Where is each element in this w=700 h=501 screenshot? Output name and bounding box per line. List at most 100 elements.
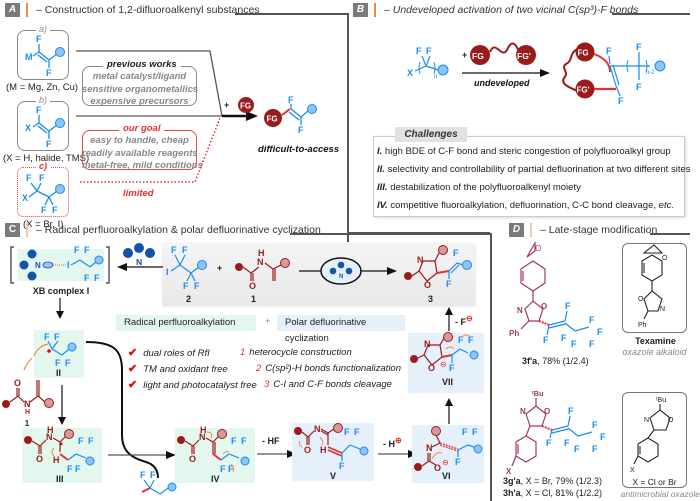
xb-complex-structure: N I F F F F xyxy=(10,245,110,284)
svg-text:F: F xyxy=(298,125,304,135)
svg-text:+: + xyxy=(462,50,467,60)
svg-text:H: H xyxy=(53,455,60,465)
svg-text:F: F xyxy=(84,245,90,255)
section-d-title: – Late-stage modification xyxy=(540,224,658,236)
texamine-structure: O O N Ph xyxy=(638,244,668,329)
svg-text:X: X xyxy=(25,123,31,133)
check-text: TM and oxidant free xyxy=(143,364,228,375)
svg-text:N: N xyxy=(339,274,343,280)
svg-text:F: F xyxy=(565,301,571,311)
svg-text:F: F xyxy=(288,95,294,105)
divider-line xyxy=(235,13,348,15)
product-3fa-label: 3f'a xyxy=(522,356,538,366)
svg-text:F: F xyxy=(65,358,71,368)
svg-text:+: + xyxy=(217,263,222,273)
svg-text:F: F xyxy=(75,464,81,474)
intermediate-vi-label: VI xyxy=(442,471,451,481)
svg-text:H: H xyxy=(47,425,54,435)
svg-text:F: F xyxy=(194,281,200,291)
svg-text:N: N xyxy=(136,257,142,267)
svg-text:ᵗBu: ᵗBu xyxy=(532,389,544,398)
svg-text:M: M xyxy=(25,52,33,62)
arrow-to-xb xyxy=(117,263,163,271)
svg-text:F: F xyxy=(36,34,42,44)
feature-text: C-I and C-F bonds cleavage xyxy=(273,379,392,390)
svg-text:F: F xyxy=(74,245,80,255)
product-3fa-caption: 3f'a, 78% (1/2.4) xyxy=(522,356,589,366)
challenge-text: competitive fluoroalkylation, defluorina… xyxy=(390,200,659,211)
step-h-text: - H xyxy=(383,439,395,449)
feature-num: 3 xyxy=(264,379,270,390)
product-a-caption: difficult-to-access xyxy=(258,144,340,155)
svg-text:F: F xyxy=(241,436,247,446)
section-b-title: – Undeveloped activation of two vicinal … xyxy=(384,4,639,16)
step-minus-f: - F⊖ xyxy=(455,314,473,327)
intermediate-vii-label: VII xyxy=(442,377,453,387)
svg-text:F: F xyxy=(592,420,598,430)
reactant-a-structure: F M F xyxy=(25,34,65,78)
arrow-up xyxy=(445,398,453,424)
our-goal-title: our goal xyxy=(119,123,165,134)
product-3ha-caption: 3h'a, X = Cl, 81% (1/2.2) xyxy=(503,488,602,498)
svg-text:I: I xyxy=(67,260,70,270)
svg-text:F: F xyxy=(589,315,595,325)
svg-text:O: O xyxy=(14,378,21,388)
svg-text:F: F xyxy=(458,335,464,345)
reactant-b-note: (X = H, halide, TMS) xyxy=(3,153,90,164)
challenge-etc: etc. xyxy=(658,200,674,211)
reaction-overview-scheme: F F I F F 2 + O N H 1 N N O F F 3 xyxy=(166,245,472,304)
challenge-num: III. xyxy=(377,182,388,193)
amine-catalyst: N xyxy=(123,243,155,267)
svg-text:O: O xyxy=(668,417,674,424)
product-3fa-structure: O N O Ph F F F F F F F xyxy=(509,240,603,349)
section-b-header: B – Undeveloped activation of two vicina… xyxy=(353,3,638,17)
compound-1-label: 1 xyxy=(251,294,256,304)
step-f-text: - F xyxy=(455,317,466,327)
divider-line xyxy=(490,233,492,501)
svg-text:O: O xyxy=(304,445,311,455)
svg-text:+: + xyxy=(224,100,229,110)
check-item: ✔TM and oxidant free xyxy=(128,362,228,375)
svg-text:H: H xyxy=(200,425,207,435)
svg-text:F: F xyxy=(52,205,58,215)
svg-text:⊖: ⊖ xyxy=(442,458,449,467)
svg-text:O: O xyxy=(189,454,196,464)
svg-text:F: F xyxy=(449,363,455,373)
svg-text:F: F xyxy=(546,438,552,448)
challenge-text: destabilization of the polyfluoroalkenyl… xyxy=(390,182,581,193)
svg-text:N: N xyxy=(660,306,665,313)
svg-text:N: N xyxy=(417,255,424,265)
intermediate-vii-structure: N O ⊖ F F F VII xyxy=(410,332,479,387)
svg-text:N: N xyxy=(35,261,41,270)
svg-text:O: O xyxy=(544,407,550,416)
limited-label: limited xyxy=(123,188,154,199)
svg-text:F: F xyxy=(426,46,432,56)
svg-text:F: F xyxy=(571,339,577,349)
antimicrobial-class: antimicrobial oxazole xyxy=(620,489,700,499)
section-d-badge: D xyxy=(509,223,524,237)
challenge-item: II. selectivity and controllability of p… xyxy=(377,164,691,175)
subscript-n: n xyxy=(434,74,437,80)
step-hf-text: - HF xyxy=(262,436,280,446)
svg-text:F: F xyxy=(606,46,612,56)
svg-text:F: F xyxy=(344,427,350,437)
svg-text:X: X xyxy=(407,68,413,78)
fg-label: FG xyxy=(472,51,484,61)
svg-text:F: F xyxy=(453,248,459,258)
svg-text:F: F xyxy=(568,406,574,416)
svg-text:F: F xyxy=(41,205,47,215)
divider-line xyxy=(348,232,490,234)
substrate-1-label: 1 xyxy=(24,419,30,428)
curved-arrow xyxy=(85,341,159,479)
challenge-item: III. destabilization of the polyfluoroal… xyxy=(377,182,581,193)
svg-text:F: F xyxy=(446,279,452,289)
svg-text:F: F xyxy=(592,444,598,454)
previous-works-item: metal catalyst/ligand xyxy=(92,71,187,82)
svg-text:F: F xyxy=(564,438,570,448)
feature-num: 1 xyxy=(240,347,246,358)
intermediate-iii-structure: O N H H F F F F III xyxy=(24,425,95,484)
reactant-b-structure: F X F xyxy=(25,105,65,149)
section-b-bar xyxy=(374,3,376,17)
section-a-badge: A xyxy=(5,3,20,17)
